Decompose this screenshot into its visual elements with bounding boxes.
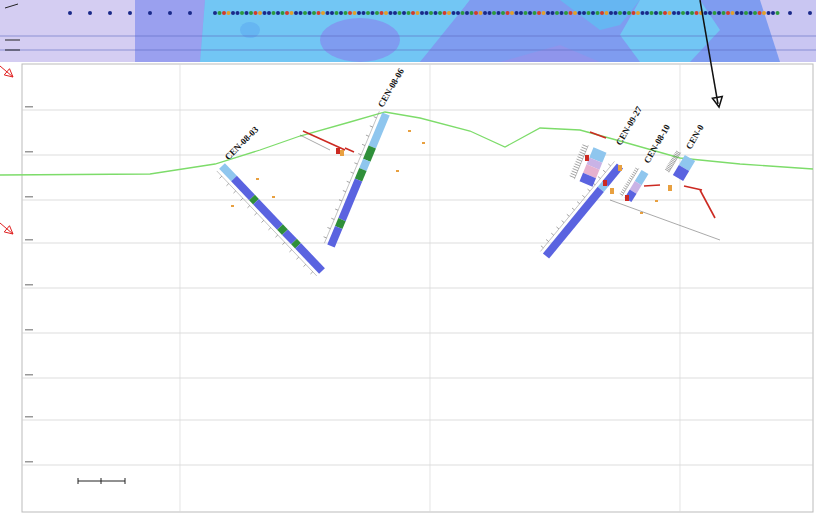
- topography-line: [0, 112, 813, 175]
- drill-hole: [570, 145, 607, 187]
- drill-hole: [540, 161, 623, 258]
- drill-hole: [324, 111, 390, 247]
- drill-hole: [665, 151, 695, 181]
- section-panel: [0, 64, 813, 512]
- drill-hole: [217, 163, 325, 276]
- drill-hole: [620, 168, 649, 202]
- plan-strip: [0, 0, 816, 62]
